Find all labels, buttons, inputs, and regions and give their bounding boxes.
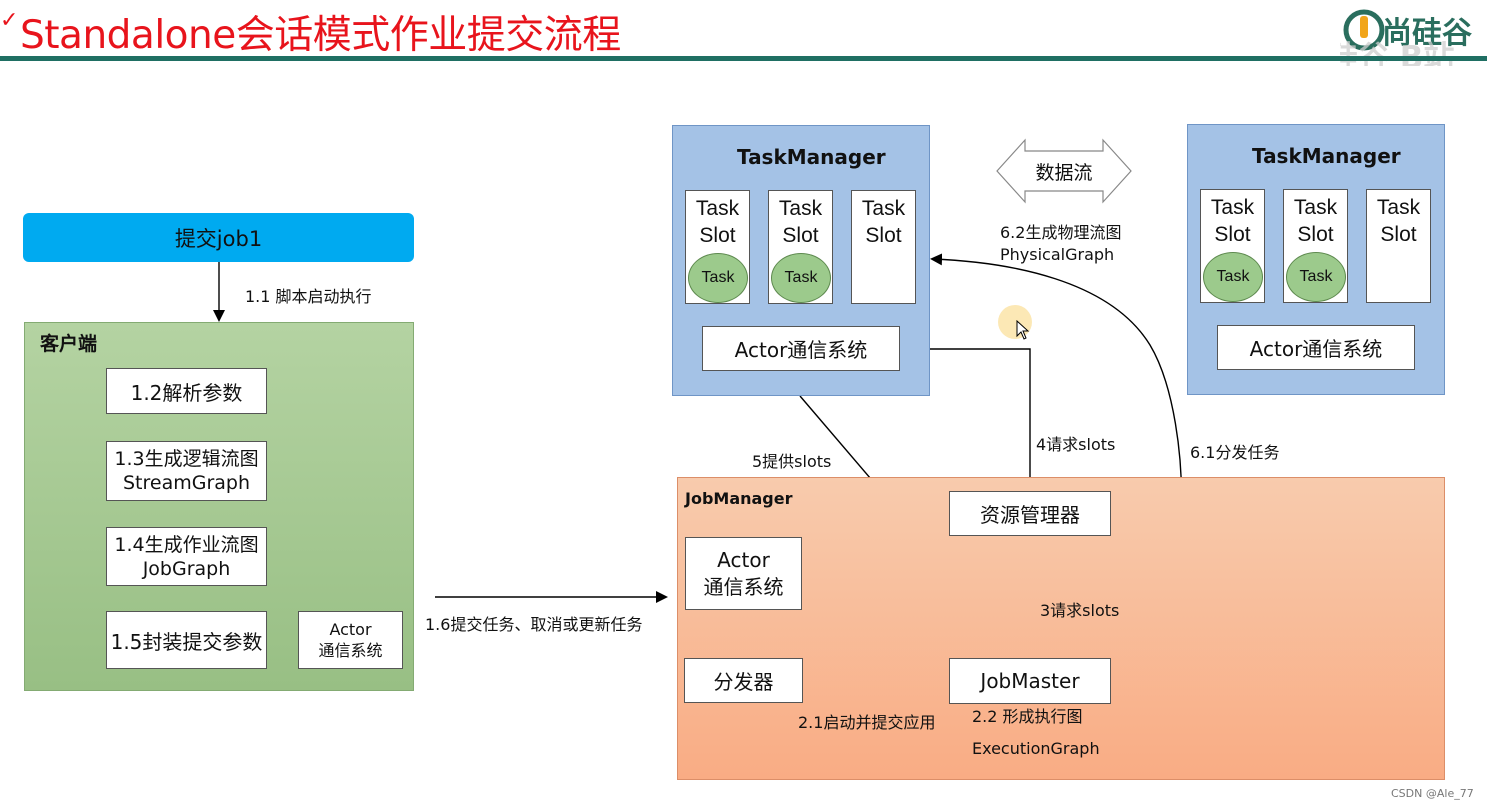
taskmanager-left-actor: Actor通信系统 (702, 326, 900, 371)
title-accent-icon: ✓ (0, 8, 19, 33)
request-slots-4-label: 4请求slots (1036, 435, 1116, 454)
task-circle: Task (1286, 252, 1346, 302)
taskmanager-right-title: TaskManager (1252, 144, 1401, 168)
resource-manager-label: 资源管理器 (980, 503, 1080, 527)
request-slots-3-label: 3请求slots (1040, 601, 1120, 620)
execution-graph-label: 2.2 形成执行图 ExecutionGraph (972, 707, 1100, 758)
taskmanager-left-title: TaskManager (737, 145, 886, 169)
cursor-icon (1016, 320, 1030, 340)
dispatcher-label: 分发器 (713, 670, 774, 694)
jobmanager-title: JobManager (685, 489, 793, 508)
taskmanager-right-actor-label: Actor通信系统 (1249, 337, 1383, 361)
task-slot-label: Task Slot (1210, 196, 1255, 246)
submit-edge-label: 1.6提交任务、取消或更新任务 (425, 615, 643, 634)
task-circle: Task (1203, 252, 1263, 302)
logo-watermark: 尚硅谷 B站 (1340, 40, 1455, 66)
task-slot-label: Task Slot (778, 197, 823, 247)
task-slot-label: Task Slot (1293, 196, 1338, 246)
step-parse-args-label: 1.2解析参数 (130, 380, 243, 405)
step-parse-args: 1.2解析参数 (106, 368, 267, 414)
task-slot-label: Task Slot (861, 197, 906, 247)
script-start-label: 1.1 脚本启动执行 (245, 287, 372, 306)
task-slot: Task Slot Task (685, 190, 750, 304)
client-actor-box: Actor 通信系统 (298, 611, 403, 669)
task-slot-label: Task Slot (1376, 196, 1421, 246)
step-package-params-label: 1.5封装提交参数 (110, 629, 263, 654)
task-slot: Task Slot (1366, 189, 1431, 303)
dataflow-arrow (996, 138, 1132, 204)
arrow-resource-manager-to-tm-actor (898, 343, 1031, 491)
provide-slots-label: 5提供slots (752, 452, 832, 471)
task-circle: Task (688, 253, 748, 303)
header-rule (0, 56, 1487, 61)
step-job-graph: 1.4生成作业流图 JobGraph (106, 527, 267, 586)
task-slot: Task Slot Task (1200, 189, 1265, 303)
step-stream-graph-label: 1.3生成逻辑流图 StreamGraph (114, 448, 259, 494)
task-slot-label: Task Slot (695, 197, 740, 247)
step-stream-graph: 1.3生成逻辑流图 StreamGraph (106, 441, 267, 501)
jobmaster-box: JobMaster (949, 658, 1111, 704)
task-circle: Task (771, 253, 831, 303)
task-slot: Task Slot (851, 190, 916, 304)
step-package-params: 1.5封装提交参数 (106, 611, 267, 669)
taskmanager-left-actor-label: Actor通信系统 (734, 338, 868, 362)
resource-manager-box: 资源管理器 (949, 491, 1111, 536)
dataflow-label: 数据流 (1035, 161, 1093, 184)
task-slot: Task Slot Task (1283, 189, 1348, 303)
cursor-highlight (998, 305, 1032, 339)
dispatch-tasks-label: 6.1分发任务 (1190, 443, 1280, 462)
task-slot: Task Slot Task (768, 190, 833, 304)
jobmaster-label: JobMaster (980, 669, 1080, 693)
logo-icon (1343, 9, 1385, 51)
start-submit-label: 2.1启动并提交应用 (798, 713, 936, 732)
page-title: Standalone会话模式作业提交流程 (20, 13, 621, 58)
jobmanager-actor-box: Actor 通信系统 (685, 537, 802, 610)
footer-credit: CSDN @Ale_77 (1391, 787, 1474, 800)
taskmanager-right-actor: Actor通信系统 (1217, 325, 1415, 370)
logo: 尚硅谷 尚硅谷 B站 (1340, 2, 1487, 66)
step-job-graph-label: 1.4生成作业流图 JobGraph (114, 533, 259, 580)
client-actor-label: Actor 通信系统 (318, 620, 383, 660)
dispatcher-box: 分发器 (684, 658, 803, 703)
submit-job-label: 提交job1 (174, 226, 263, 251)
logo-text: 尚硅谷 (1382, 16, 1472, 51)
client-title: 客户端 (40, 333, 98, 355)
submit-job-box: 提交job1 (23, 213, 414, 262)
jobmanager-actor-label: Actor 通信系统 (703, 547, 784, 599)
physical-graph-label: 6.2生成物理流图 PhysicalGraph (1000, 223, 1122, 264)
